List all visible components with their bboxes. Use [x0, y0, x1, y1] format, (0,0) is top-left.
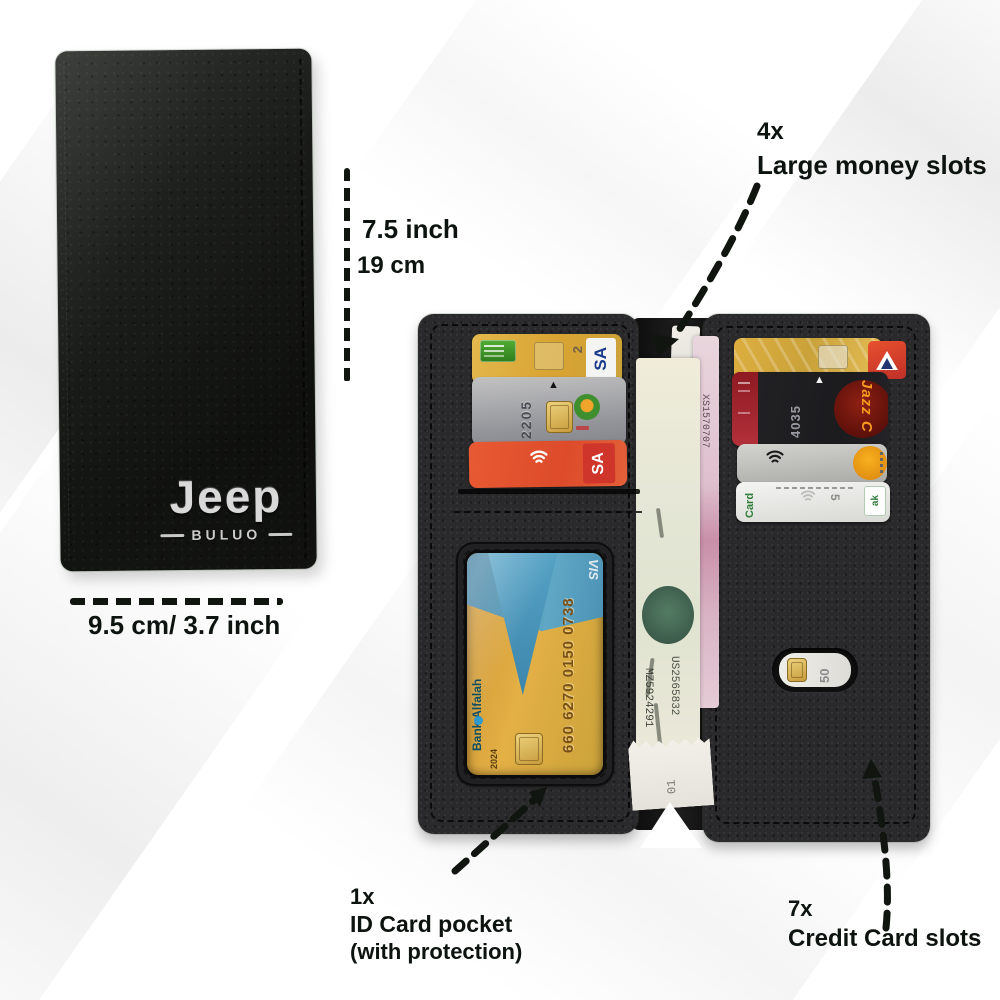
logo-dash [268, 532, 293, 536]
id-card-window: VIS 660 6270 0150 0738 Bank Alfalah 2024 [464, 550, 606, 778]
card-digit: 2 [570, 346, 585, 354]
bank-logo [574, 394, 600, 420]
brand-logo: Jeep BULUO [126, 469, 327, 544]
width-label: 9.5 cm/ 3.7 inch [88, 610, 281, 640]
contactless-icon [766, 450, 784, 463]
banknote-serial: US2565832 [668, 656, 680, 716]
banknote-portrait [642, 586, 694, 644]
card-number: 4035 [788, 405, 803, 438]
banknote-serial: MZ5924291 [642, 668, 654, 728]
banknote: 01 [628, 735, 715, 811]
height-cm-label: 19 cm [357, 252, 426, 279]
gold-visa-card: 2 SA [472, 334, 622, 384]
bank-a-logo [868, 341, 906, 379]
jazzcash-card: ▲ 4035 Jazz C [732, 372, 888, 446]
jazz-logo-circle [834, 380, 888, 438]
bank-logo: ak [864, 486, 886, 516]
white-bank-card: Card 5 ak [736, 482, 890, 522]
brand-subname: BULUO [191, 526, 262, 543]
id-card-number: 660 6270 0150 0738 [560, 597, 577, 753]
banknote: MZ5924291 US2565832 [636, 358, 700, 806]
up-triangle-icon: ▲ [548, 379, 559, 391]
id-pocket-label: ID Card pocket [350, 911, 513, 937]
logo-dash [160, 533, 185, 537]
id-card-bank-name: Bank Alfalah [470, 678, 484, 751]
closed-wallet-photo: Jeep BULUO [55, 48, 317, 572]
banknote-fragment: 01 [664, 779, 680, 795]
card-stripe [732, 372, 758, 446]
card-digit: 5 [828, 494, 842, 501]
brand-name: Jeep [169, 470, 283, 524]
wallet-right-panel: ▲ 4035 Jazz C Card [703, 314, 930, 842]
card-detail [776, 487, 856, 489]
card-detail [576, 426, 589, 430]
visa-logo: SA [586, 338, 616, 380]
money-slots-label: Large money slots [757, 150, 987, 180]
contactless-icon [530, 450, 548, 463]
card-chip [787, 658, 807, 682]
open-wallet-photo: XS1570707 MZ5924291 US2565832 01 2 SA [415, 306, 933, 848]
id-card-pocket: VIS 660 6270 0150 0738 Bank Alfalah 2024 [456, 542, 614, 786]
silver-paypak-card [737, 444, 887, 483]
jazz-label: Jazz C [858, 380, 875, 433]
card-digits: 50 [817, 668, 832, 683]
orange-visa-card: SA [468, 439, 628, 489]
silver-bank-card: ▲ 2205 [472, 377, 626, 445]
card-chip [546, 401, 573, 433]
width-dimension-line [70, 598, 283, 605]
id-pocket-count: 1x [350, 884, 375, 909]
card-detail [880, 452, 883, 474]
wallet-left-panel: 2 SA ▲ 2205 SA [418, 314, 642, 834]
id-card-dot [474, 716, 483, 725]
visa-logo: VIS [586, 559, 601, 580]
money-slots-count: 4x [757, 118, 784, 145]
card-number: 2205 [518, 399, 534, 439]
hologram [534, 342, 564, 370]
card-chip [515, 733, 543, 765]
id-pocket-sublabel: (with protection) [350, 939, 523, 964]
stitch-line [63, 61, 70, 562]
up-triangle-icon: ▲ [814, 374, 825, 386]
credit-slots-count: 7x [788, 896, 813, 921]
stitch-line [454, 511, 642, 513]
id-card-year: 2024 [489, 748, 499, 769]
card-label: Card [744, 492, 756, 518]
credit-slots-label: Credit Card slots [788, 925, 982, 952]
slot-card: 50 [779, 653, 851, 687]
bank-logo [480, 340, 516, 362]
height-inch-label: 7.5 inch [362, 214, 459, 244]
hologram [818, 345, 848, 369]
contactless-icon [800, 490, 816, 501]
height-dimension-line [344, 168, 350, 382]
visa-logo: SA [582, 443, 616, 484]
thumb-slot-cutout: 50 [772, 648, 858, 692]
card-slot-opening [458, 489, 640, 494]
banknote-serial: XS1570707 [699, 394, 710, 449]
